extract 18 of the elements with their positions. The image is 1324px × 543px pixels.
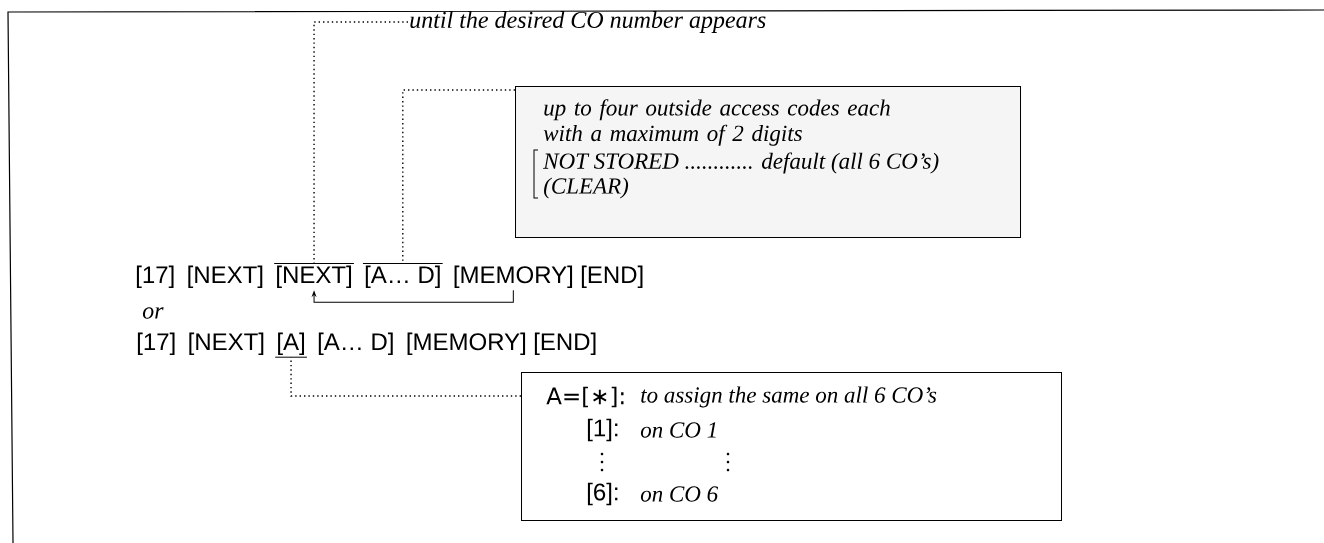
note-text: until the desired CO number appears <box>410 11 766 33</box>
arrow <box>312 289 514 303</box>
key-name: [NEXT] <box>189 332 264 355</box>
key-name: [A… D] <box>318 332 393 355</box>
key-name: [A] <box>274 332 308 358</box>
key-name: [NEXT] <box>188 265 263 288</box>
key-name: [NEXT] <box>273 262 355 288</box>
key-name: [MEMORY] <box>454 265 573 288</box>
key-name: [17] <box>137 332 175 355</box>
key-name: [17] <box>136 265 174 288</box>
key-name: [END] <box>581 265 643 288</box>
key-name: [A… D] <box>362 262 444 288</box>
leader-line <box>290 356 522 397</box>
key-name: [MEMORY] <box>407 332 526 355</box>
leader-line <box>313 21 409 265</box>
note-box: A=[∗]: to assign the same on all 6 CO’s [1]: on CO 1 [6]: on CO 6 <box>521 372 1062 521</box>
note-box: up to four outside access codes each with a maximum of 2 digits NOT STORED ............ default (all 6 CO’s) (CLEAR) <box>515 86 1021 238</box>
note-text: or <box>142 307 164 319</box>
